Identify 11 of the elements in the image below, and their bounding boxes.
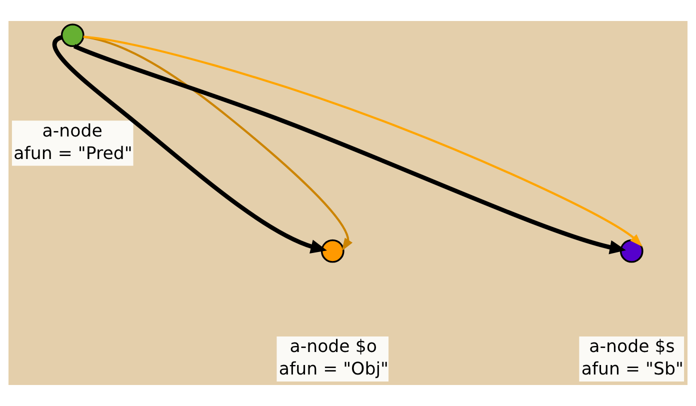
node-circle bbox=[320, 239, 344, 263]
node-label: afun = "Obj" bbox=[278, 360, 389, 380]
arrow bbox=[83, 36, 353, 252]
node-label: a-node $o bbox=[290, 337, 377, 358]
node-circle bbox=[60, 24, 84, 47]
node-circle bbox=[620, 239, 644, 263]
node-label: afun = "Pred" bbox=[14, 144, 132, 164]
node-label: a-node bbox=[42, 121, 102, 142]
node-label: afun = "Sb" bbox=[581, 360, 684, 380]
arrow bbox=[52, 35, 327, 254]
node-label: a-node $s bbox=[589, 337, 675, 358]
